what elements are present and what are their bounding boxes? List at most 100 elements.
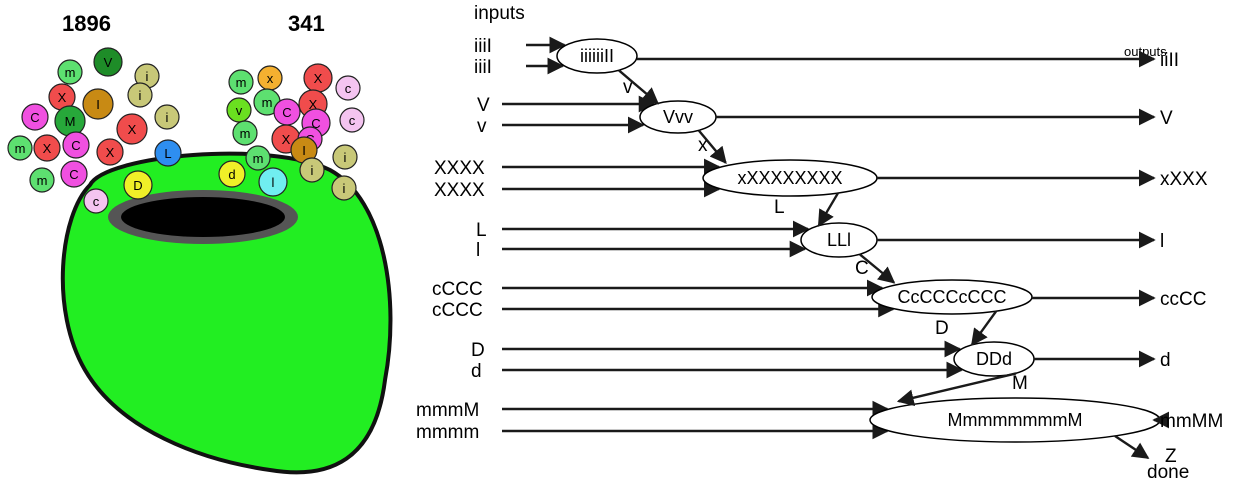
merge-node-label: CcCCCcCCC [898,287,1007,307]
svg-text:C: C [71,138,80,153]
svg-text:D: D [133,178,142,193]
svg-text:m: m [15,141,26,156]
input-label: D [471,340,485,361]
molecule-left-6: C [21,103,49,131]
svg-text:c: c [349,113,356,128]
svg-text:i: i [166,110,169,125]
merge-node-label: LLl [827,230,851,250]
svg-text:X: X [43,141,52,156]
svg-text:m: m [37,173,48,188]
input-label: V [477,95,490,116]
right-count: 341 [288,11,325,36]
molecule-left-3: X [48,83,76,111]
output-label: V [1160,108,1173,129]
left-count: 1896 [62,11,111,36]
input-label: XXXX [434,158,485,179]
chain-arrow [697,129,727,164]
chain-arrow [896,372,1017,406]
molecule-right-19: i [331,175,357,201]
svg-text:v: v [236,103,243,118]
merge-node-label: DDd [976,349,1012,369]
final-link-label: Z [1165,446,1177,467]
chain-label: L [774,197,785,218]
molecule-right-10: c [339,107,365,133]
svg-text:i: i [311,163,314,178]
svg-text:m: m [236,75,247,90]
output-label: l [1160,231,1164,252]
molecule-left-10: m [7,135,33,161]
input-label: mmmm [416,422,479,443]
input-label: l [476,240,480,261]
chain-arrow [971,310,997,346]
input-label: XXXX [434,180,485,201]
svg-text:X: X [106,145,115,160]
molecule-left-7: M [54,105,86,137]
svg-text:m: m [262,95,273,110]
cell-illustration [60,151,393,475]
molecule-left-0: m [57,59,83,85]
done-label: done [1147,462,1189,481]
svg-text:I: I [302,143,306,158]
svg-text:l: l [272,175,275,190]
input-label: v [477,116,487,137]
svg-text:X: X [58,90,67,105]
pore-hole [121,197,285,237]
svg-text:C: C [282,105,291,120]
input-label: L [476,220,487,241]
chain-arrow [618,69,660,105]
molecule-right-5: C [273,98,301,126]
molecule-left-18: c [83,188,109,214]
molecule-left-13: X [96,138,124,166]
svg-text:L: L [164,146,171,161]
molecule-right-16: d [218,160,246,188]
molecule-right-18: i [299,157,325,183]
svg-text:i: i [139,88,142,103]
input-label: cCCC [432,279,483,300]
output-label: xXXX [1160,169,1208,190]
chain-arrow [817,192,839,227]
chain-label: C [855,258,869,279]
output-label: mmMM [1160,411,1223,432]
molecule-right-8: m [232,120,258,146]
molecule-left-1: V [93,47,123,77]
input-label: mmmM [416,400,479,421]
svg-text:i: i [146,69,149,84]
svg-text:M: M [65,114,76,129]
molecule-left-14: L [154,139,182,167]
svg-text:c: c [93,194,100,209]
chain-label: M [1012,373,1028,394]
merge-node-label: iiiiiiII [580,46,614,66]
molecule-left-12: C [62,131,90,159]
svg-text:i: i [344,150,347,165]
output-label: d [1160,350,1171,371]
output-label: ccCC [1160,289,1206,310]
molecule-right-7: v [226,97,252,123]
molecule-right-17: l [258,167,288,197]
svg-text:V: V [104,55,113,70]
svg-text:x: x [267,71,274,86]
molecule-right-13: m [245,145,271,171]
input-label: d [471,361,482,382]
svg-text:I: I [96,97,100,112]
molecule-right-3: c [335,75,361,101]
molecule-left-17: D [123,170,153,200]
molecule-right-1: x [257,65,283,91]
final-arrow [1114,435,1150,459]
molecule-left-4: I [82,88,114,120]
molecule-left-5: i [127,82,153,108]
merge-node-label: xXXXXXXXX [737,168,842,188]
merge-node-label: MmmmmmmmM [948,410,1083,430]
svg-text:m: m [240,126,251,141]
molecule-left-15: m [29,167,55,193]
chain-label: v [623,77,633,98]
molecule-right-15: i [332,144,358,170]
svg-text:C: C [311,116,320,131]
molecule-left-8: i [154,104,180,130]
